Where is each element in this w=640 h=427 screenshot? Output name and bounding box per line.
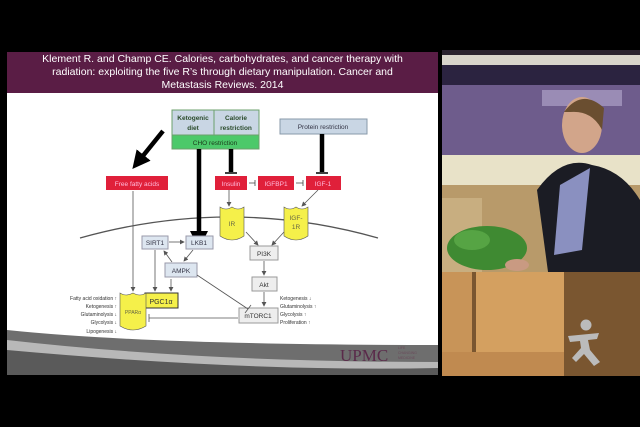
svg-text:IGFBP1: IGFBP1 <box>264 181 288 188</box>
svg-text:1R: 1R <box>292 224 301 231</box>
svg-text:LIFE: LIFE <box>398 346 406 350</box>
svg-text:Ketogenic: Ketogenic <box>177 115 209 122</box>
svg-text:Glutaminolysis ↓: Glutaminolysis ↓ <box>81 312 117 318</box>
presentation-slide: Ketogenic diet Calorie restriction CHO r… <box>7 52 438 375</box>
citation-line: radiation: exploiting the five R’s throu… <box>52 66 393 78</box>
sirt1-box: SIRT1 <box>141 235 169 250</box>
protein-restriction-box: Protein restriction <box>279 118 368 135</box>
lkb1-box: LKB1 <box>185 235 214 250</box>
insulin-box: Insulin <box>215 176 247 190</box>
akt-box: Akt <box>251 276 278 292</box>
svg-text:IGF-: IGF- <box>290 215 303 222</box>
svg-text:Akt: Akt <box>259 282 269 289</box>
ir-receptor: IR <box>219 206 245 241</box>
mtorc1-box: mTORC1 <box>238 307 279 324</box>
ppara-receptor: PPARα <box>119 292 147 331</box>
svg-text:CHANGING: CHANGING <box>398 351 417 355</box>
igf1r-receptor: IGF- 1R <box>283 206 309 241</box>
ampk-box: AMPK <box>164 262 198 278</box>
svg-text:restriction: restriction <box>220 125 252 132</box>
svg-text:Insulin: Insulin <box>222 181 241 188</box>
ketogenic-diet-box: Ketogenic diet <box>171 109 215 136</box>
igfbp1-box: IGFBP1 <box>258 176 294 190</box>
svg-text:Proliferation ↑: Proliferation ↑ <box>280 320 311 326</box>
svg-text:Free fatty acids: Free fatty acids <box>115 181 160 188</box>
cho-restriction-box: CHO restriction <box>171 134 260 150</box>
svg-text:Ketogenesis ↑: Ketogenesis ↑ <box>86 304 117 310</box>
svg-text:mTORC1: mTORC1 <box>244 313 272 320</box>
pathway-diagram: Ketogenic diet Calorie restriction CHO r… <box>7 109 438 375</box>
svg-text:diet: diet <box>187 125 199 132</box>
svg-text:Protein restriction: Protein restriction <box>298 124 349 131</box>
svg-text:LKB1: LKB1 <box>191 240 207 247</box>
slide-citation-header: Klement R. and Champ CE. Calories, carbo… <box>7 52 438 93</box>
upmc-logo: UPMC LIFE CHANGING MEDICINE <box>340 346 417 365</box>
citation-line: Klement R. and Champ CE. Calories, carbo… <box>42 53 403 65</box>
svg-text:Calorie: Calorie <box>225 115 247 122</box>
ppara-effects-list: Fatty acid oxidation ↑ Ketogenesis ↑ Glu… <box>70 296 117 335</box>
svg-text:Glycolysis ↓: Glycolysis ↓ <box>91 320 117 326</box>
speaker-video <box>442 50 640 376</box>
svg-text:IR: IR <box>229 221 236 228</box>
mtorc1-effects-list: Ketogenesis ↓ Glutaminolysis ↑ Glycolysi… <box>280 296 316 326</box>
svg-text:IGF-1: IGF-1 <box>315 181 332 188</box>
igf1-box: IGF-1 <box>306 176 341 190</box>
svg-text:Glycolysis ↑: Glycolysis ↑ <box>280 312 306 318</box>
svg-text:CHO restriction: CHO restriction <box>193 140 238 147</box>
running-person-icon <box>568 319 600 366</box>
citation-line: Metastasis Reviews. 2014 <box>161 79 284 91</box>
speaker-scene <box>442 50 640 376</box>
svg-text:MEDICINE: MEDICINE <box>398 356 416 360</box>
svg-text:PPARα: PPARα <box>125 310 141 316</box>
svg-text:PI3K: PI3K <box>257 251 272 258</box>
svg-text:AMPK: AMPK <box>172 268 191 275</box>
svg-text:UPMC: UPMC <box>340 346 388 365</box>
svg-text:PGC1α: PGC1α <box>149 299 172 306</box>
pgc1a-box: PGC1α <box>144 292 179 309</box>
svg-text:Glutaminolysis ↑: Glutaminolysis ↑ <box>280 304 316 310</box>
pi3k-box: PI3K <box>249 245 279 261</box>
svg-text:Fatty acid oxidation ↑: Fatty acid oxidation ↑ <box>70 296 117 302</box>
svg-text:SIRT1: SIRT1 <box>146 240 165 247</box>
free-fatty-acids-box: Free fatty acids <box>106 176 168 190</box>
calorie-restriction-box: Calorie restriction <box>213 109 260 136</box>
svg-text:Ketogenesis ↓: Ketogenesis ↓ <box>280 296 311 302</box>
svg-text:Lipogenesis ↓: Lipogenesis ↓ <box>86 329 117 335</box>
